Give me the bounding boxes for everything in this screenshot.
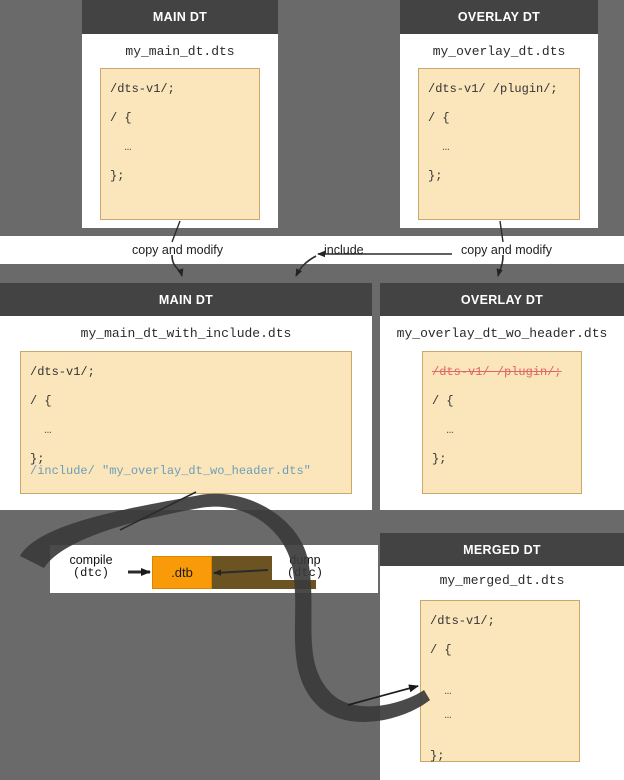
code-spacer [110,95,250,112]
code-line: }; [30,452,45,466]
code-spacer [428,95,570,112]
code-spacer [428,124,570,141]
header-top-left-label: MAIN DT [152,10,208,24]
code-line: }; [432,452,447,466]
codebox-mid-right: /dts-v1/ /plugin/; / { … }; [422,351,582,494]
code-spacer [110,153,250,170]
code-line: … [430,684,452,698]
header-top-right: OVERLAY DT [400,0,598,34]
label-copy-modify-left: copy and modify [128,243,228,257]
code-spacer [30,436,342,453]
code-line: … [30,423,52,437]
code-line: /dts-v1/ /plugin/; [428,82,558,96]
code-spacer [432,436,572,453]
code-line: … [428,140,450,154]
code-line: }; [428,169,443,183]
code-spacer [432,378,572,395]
code-spacer [430,721,570,738]
codebox-mid-left: /dts-v1/; / { … }; /include/ "my_overlay… [20,351,352,494]
code-spacer [30,407,342,424]
code-line: / { [432,394,454,408]
include-path: "my_overlay_dt_wo_header.dts" [94,464,311,478]
header-mid-left: MAIN DT [0,283,372,316]
code-spacer [110,124,250,141]
code-line-struck: /dts-v1/ /plugin/; [432,365,562,379]
code-spacer [430,656,570,673]
code-line-include: /include/ "my_overlay_dt_wo_header.dts" [30,465,342,477]
label-copy-modify-right: copy and modify [457,243,557,257]
header-top-right-label: OVERLAY DT [457,10,541,24]
header-mid-right: OVERLAY DT [380,283,624,316]
code-line: }; [110,169,125,183]
code-line: / { [428,111,450,125]
code-spacer [30,378,342,395]
code-spacer [430,738,570,750]
header-bottom-right: MERGED DT [380,533,624,566]
code-line: /dts-v1/; [30,365,95,379]
header-mid-left-label: MAIN DT [158,292,214,307]
codebox-top-right: /dts-v1/ /plugin/; / { … }; [418,68,580,220]
code-spacer [428,153,570,170]
filename-top-right: my_overlay_dt.dts [432,44,566,59]
filename-bottom-right: my_merged_dt.dts [439,573,565,588]
code-line: / { [110,111,132,125]
header-bottom-right-label: MERGED DT [463,542,541,557]
dump-tool: (dtc) [286,566,323,581]
code-line: /dts-v1/; [110,82,175,96]
code-line: / { [30,394,52,408]
filename-mid-left: my_main_dt_with_include.dts [80,326,292,341]
filename-top-left: my_main_dt.dts [125,44,235,59]
code-line: … [430,708,452,722]
label-compile: compile (dtc) [52,553,130,581]
code-line: … [110,140,132,154]
artifact-label: .dtb [171,565,193,580]
codebox-top-left: /dts-v1/; / { … }; [100,68,260,220]
code-spacer [432,407,572,424]
flow-swoosh [20,493,430,722]
code-spacer [430,627,570,644]
include-keyword: /include/ [30,464,95,478]
code-line: }; [430,749,445,763]
compile-tool: (dtc) [72,566,109,581]
filename-mid-right: my_overlay_dt_wo_header.dts [396,326,608,341]
label-dump: dump (dtc) [272,553,338,581]
header-top-left: MAIN DT [82,0,278,34]
code-line: / { [430,643,452,657]
label-include: include [320,243,368,257]
artifact-dtb-box: .dtb [152,556,212,589]
code-line: /dts-v1/; [430,614,495,628]
codebox-bottom-right: /dts-v1/; / { … … }; [420,600,580,762]
code-line: … [432,423,454,437]
header-mid-right-label: OVERLAY DT [460,292,544,307]
